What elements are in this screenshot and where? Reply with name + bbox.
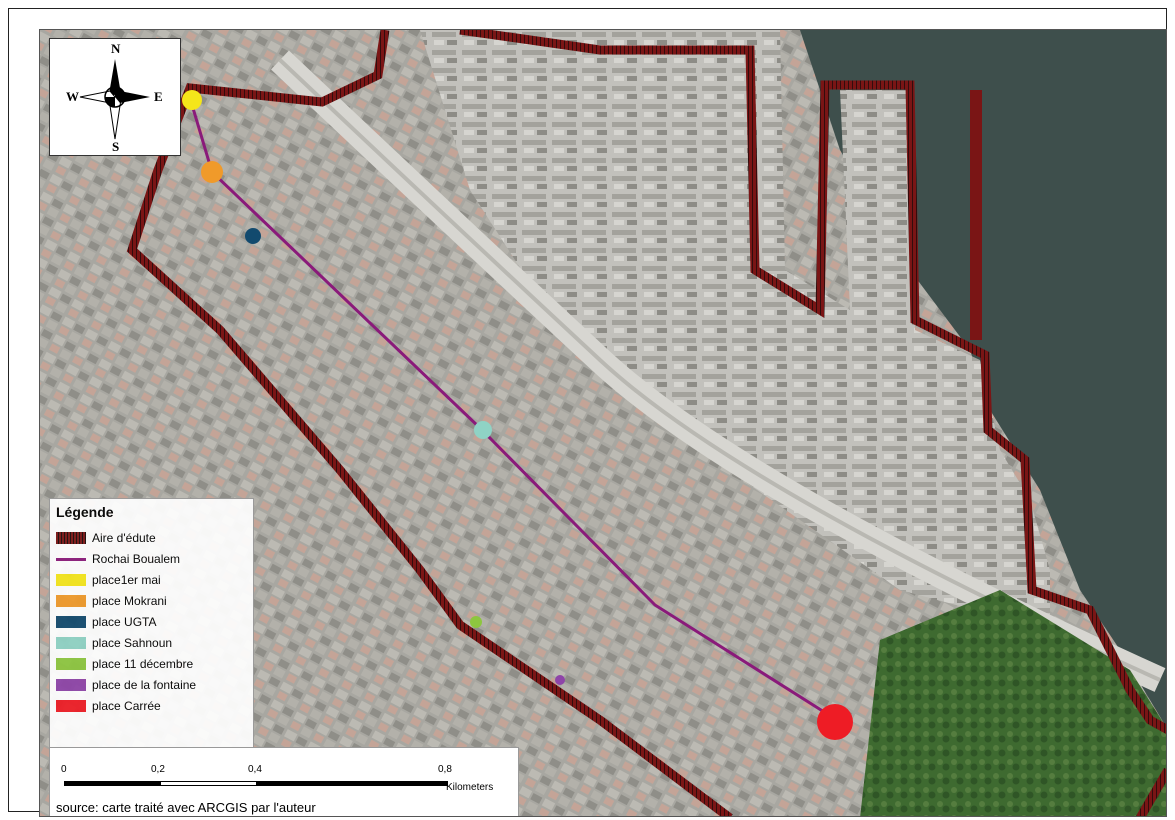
legend-item-place-ugta: place UGTA — [56, 613, 156, 631]
swatch-icon — [56, 616, 86, 628]
port-area — [420, 30, 1050, 630]
map-legend: Légende Aire d'édute Rochai Boualem plac… — [49, 498, 254, 763]
legend-title: Légende — [56, 504, 114, 520]
map-frame: N S E W Légende Aire d'édute Rochai Boua… — [8, 8, 1167, 817]
marker-place-ugta[interactable] — [245, 228, 261, 244]
compass-west: W — [66, 89, 79, 104]
study-area-boundary — [126, 30, 733, 816]
marker-place-1er-mai[interactable] — [182, 90, 202, 110]
scale-tick: 0,2 — [151, 764, 165, 775]
scale-bar: 0 0,2 0,4 0,8 Kilometers source: carte t… — [49, 747, 519, 816]
pier — [970, 90, 982, 340]
north-arrow: N S E W — [49, 38, 181, 156]
legend-item-route: Rochai Boualem — [56, 550, 180, 568]
line-symbol-icon — [56, 557, 86, 561]
legend-item-place-1er-mai: place1er mai — [56, 571, 161, 589]
legend-item-place-mokrani: place Mokrani — [56, 592, 167, 610]
swatch-icon — [56, 595, 86, 607]
swatch-icon — [56, 658, 86, 670]
legend-item-place-sahnoun: place Sahnoun — [56, 634, 172, 652]
marker-place-11-decembre[interactable] — [470, 616, 482, 628]
swatch-icon — [56, 679, 86, 691]
hatch-symbol-icon — [56, 532, 86, 544]
aerial-map[interactable]: N S E W Légende Aire d'édute Rochai Boua… — [39, 29, 1167, 817]
swatch-icon — [56, 574, 86, 586]
scale-tick: 0,4 — [248, 764, 262, 775]
legend-item-place-11-decembre: place 11 décembre — [56, 655, 193, 673]
scale-units: Kilometers — [446, 782, 494, 793]
compass-north: N — [111, 41, 121, 56]
marker-place-carree[interactable] — [817, 704, 853, 740]
map-source-note: source: carte traité avec ARCGIS par l'a… — [56, 800, 316, 815]
legend-item-study-area: Aire d'édute — [56, 529, 156, 547]
map-imagery — [40, 30, 1166, 816]
compass-south: S — [112, 139, 120, 154]
compass-rose-icon — [79, 59, 150, 140]
swatch-icon — [56, 700, 86, 712]
park-area — [860, 590, 1166, 816]
scale-tick: 0 — [61, 764, 67, 775]
marker-place-sahnoun[interactable] — [474, 421, 492, 439]
legend-item-place-de-la-fontaine: place de la fontaine — [56, 676, 196, 694]
marker-place-mokrani[interactable] — [201, 161, 223, 183]
compass-east: E — [154, 89, 163, 104]
marker-place-de-la-fontaine[interactable] — [555, 675, 565, 685]
scale-bar-graphic — [64, 781, 448, 786]
legend-item-place-carree: place Carrée — [56, 697, 161, 715]
scale-tick: 0,8 — [438, 764, 452, 775]
swatch-icon — [56, 637, 86, 649]
